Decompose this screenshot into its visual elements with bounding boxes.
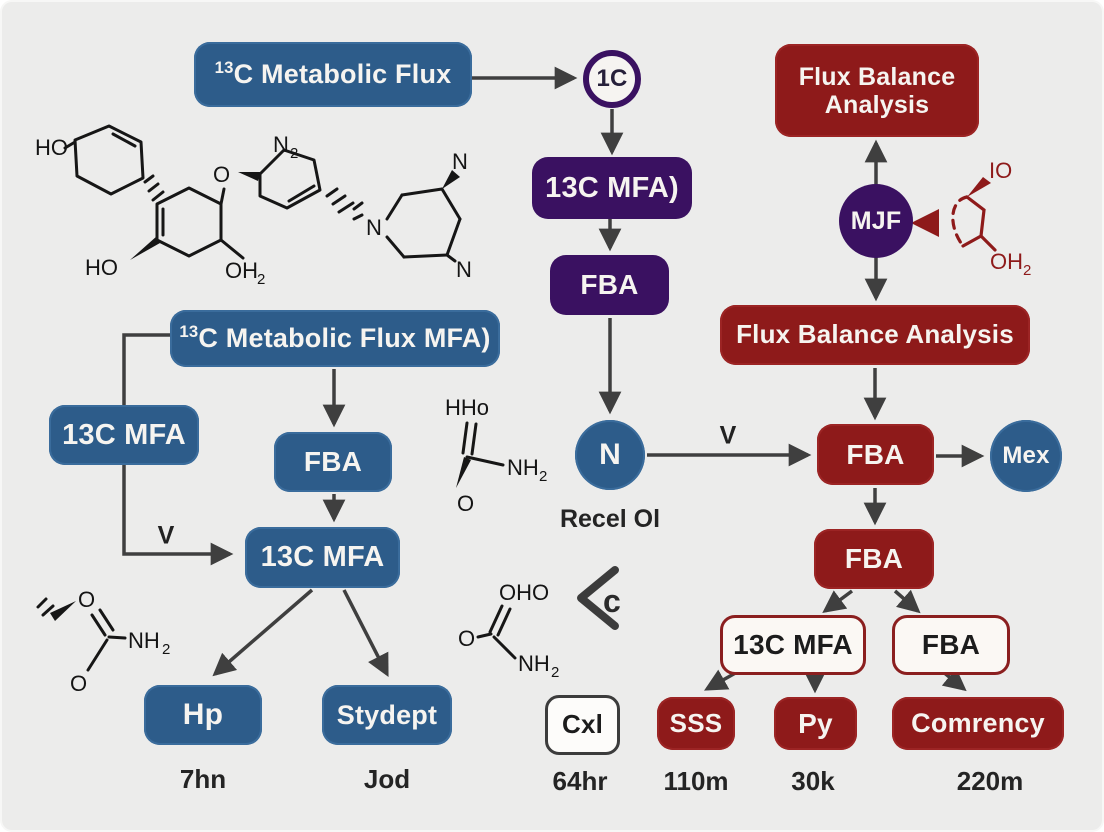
red-triangle-pointer <box>911 209 939 237</box>
node-sss: SSS <box>657 697 735 750</box>
node-fba-purple: FBA <box>550 255 669 315</box>
node-1c-circle: 1C <box>583 50 641 108</box>
node-label: 13C MFA <box>733 629 853 661</box>
node-label: 13C Metabolic Flux MFA) <box>179 322 491 354</box>
node-fba-red-2: FBA <box>814 529 934 589</box>
caption-py: 30k <box>791 766 835 796</box>
node-label: 13C MFA <box>62 418 186 451</box>
node-label: Stydept <box>336 699 438 730</box>
node-label: Comrency <box>911 708 1045 739</box>
node-label: 13C MFA) <box>545 171 679 204</box>
node-label: Hp <box>182 698 224 732</box>
caption-cxl: 64hr <box>552 766 608 796</box>
node-13c-metabolic-flux: 13C Metabolic Flux <box>194 42 472 107</box>
node-label: Mex <box>1002 441 1050 469</box>
node-label: FBA <box>844 543 904 575</box>
node-flux-balance-analysis-top: Flux Balance Analysis <box>775 44 979 137</box>
node-stydept: Stydept <box>322 685 452 745</box>
node-label: FBA <box>921 629 981 661</box>
node-fba-red: FBA <box>817 424 934 485</box>
node-mjf-circle: MJF <box>839 184 913 258</box>
node-label: Flux Balance Analysis <box>798 62 956 119</box>
n-circle-caption: Recel Ol <box>559 505 661 533</box>
caption-sss: 110m <box>663 766 729 796</box>
node-flux-balance-analysis-mid: Flux Balance Analysis <box>720 305 1030 365</box>
node-label: 1C <box>596 64 628 92</box>
node-13c-mfa-bottom: 13C MFA <box>245 527 400 588</box>
node-comrency: Comrency <box>892 697 1064 750</box>
caption-stydept: Jod <box>363 764 411 794</box>
node-label: SSS <box>669 707 723 738</box>
node-mex-circle: Mex <box>990 420 1062 492</box>
node-13c-mfa-outline: 13C MFA <box>720 615 866 675</box>
node-13c-mfa-paren: 13C MFA) <box>532 157 692 219</box>
node-label: FBA <box>303 446 363 478</box>
node-label: FBA <box>846 438 905 470</box>
node-n-circle: N <box>575 420 645 490</box>
node-label: FBA <box>580 269 639 301</box>
node-label: Cxl <box>561 709 604 740</box>
node-label: N <box>599 438 621 472</box>
node-hp: Hp <box>144 685 262 745</box>
node-13c-mfa-left: 13C MFA <box>49 405 199 465</box>
node-13c-metabolic-flux-mfa: 13C Metabolic Flux MFA) <box>170 310 500 367</box>
node-label: Flux Balance Analysis <box>736 319 1014 350</box>
v-label-right: V <box>719 421 737 450</box>
node-cxl: Cxl <box>545 695 620 755</box>
node-label: Py <box>798 707 833 739</box>
caption-comrency: 220m <box>956 766 1024 796</box>
node-label: MJF <box>850 207 902 235</box>
node-label: 13C Metabolic Flux <box>214 58 452 90</box>
node-py: Py <box>774 697 857 750</box>
node-fba-outline: FBA <box>892 615 1010 675</box>
node-fba-blue: FBA <box>274 432 392 492</box>
node-label: 13C MFA <box>260 541 385 574</box>
v-label-left: V <box>157 521 175 550</box>
caption-hp: 7hn <box>179 764 227 794</box>
